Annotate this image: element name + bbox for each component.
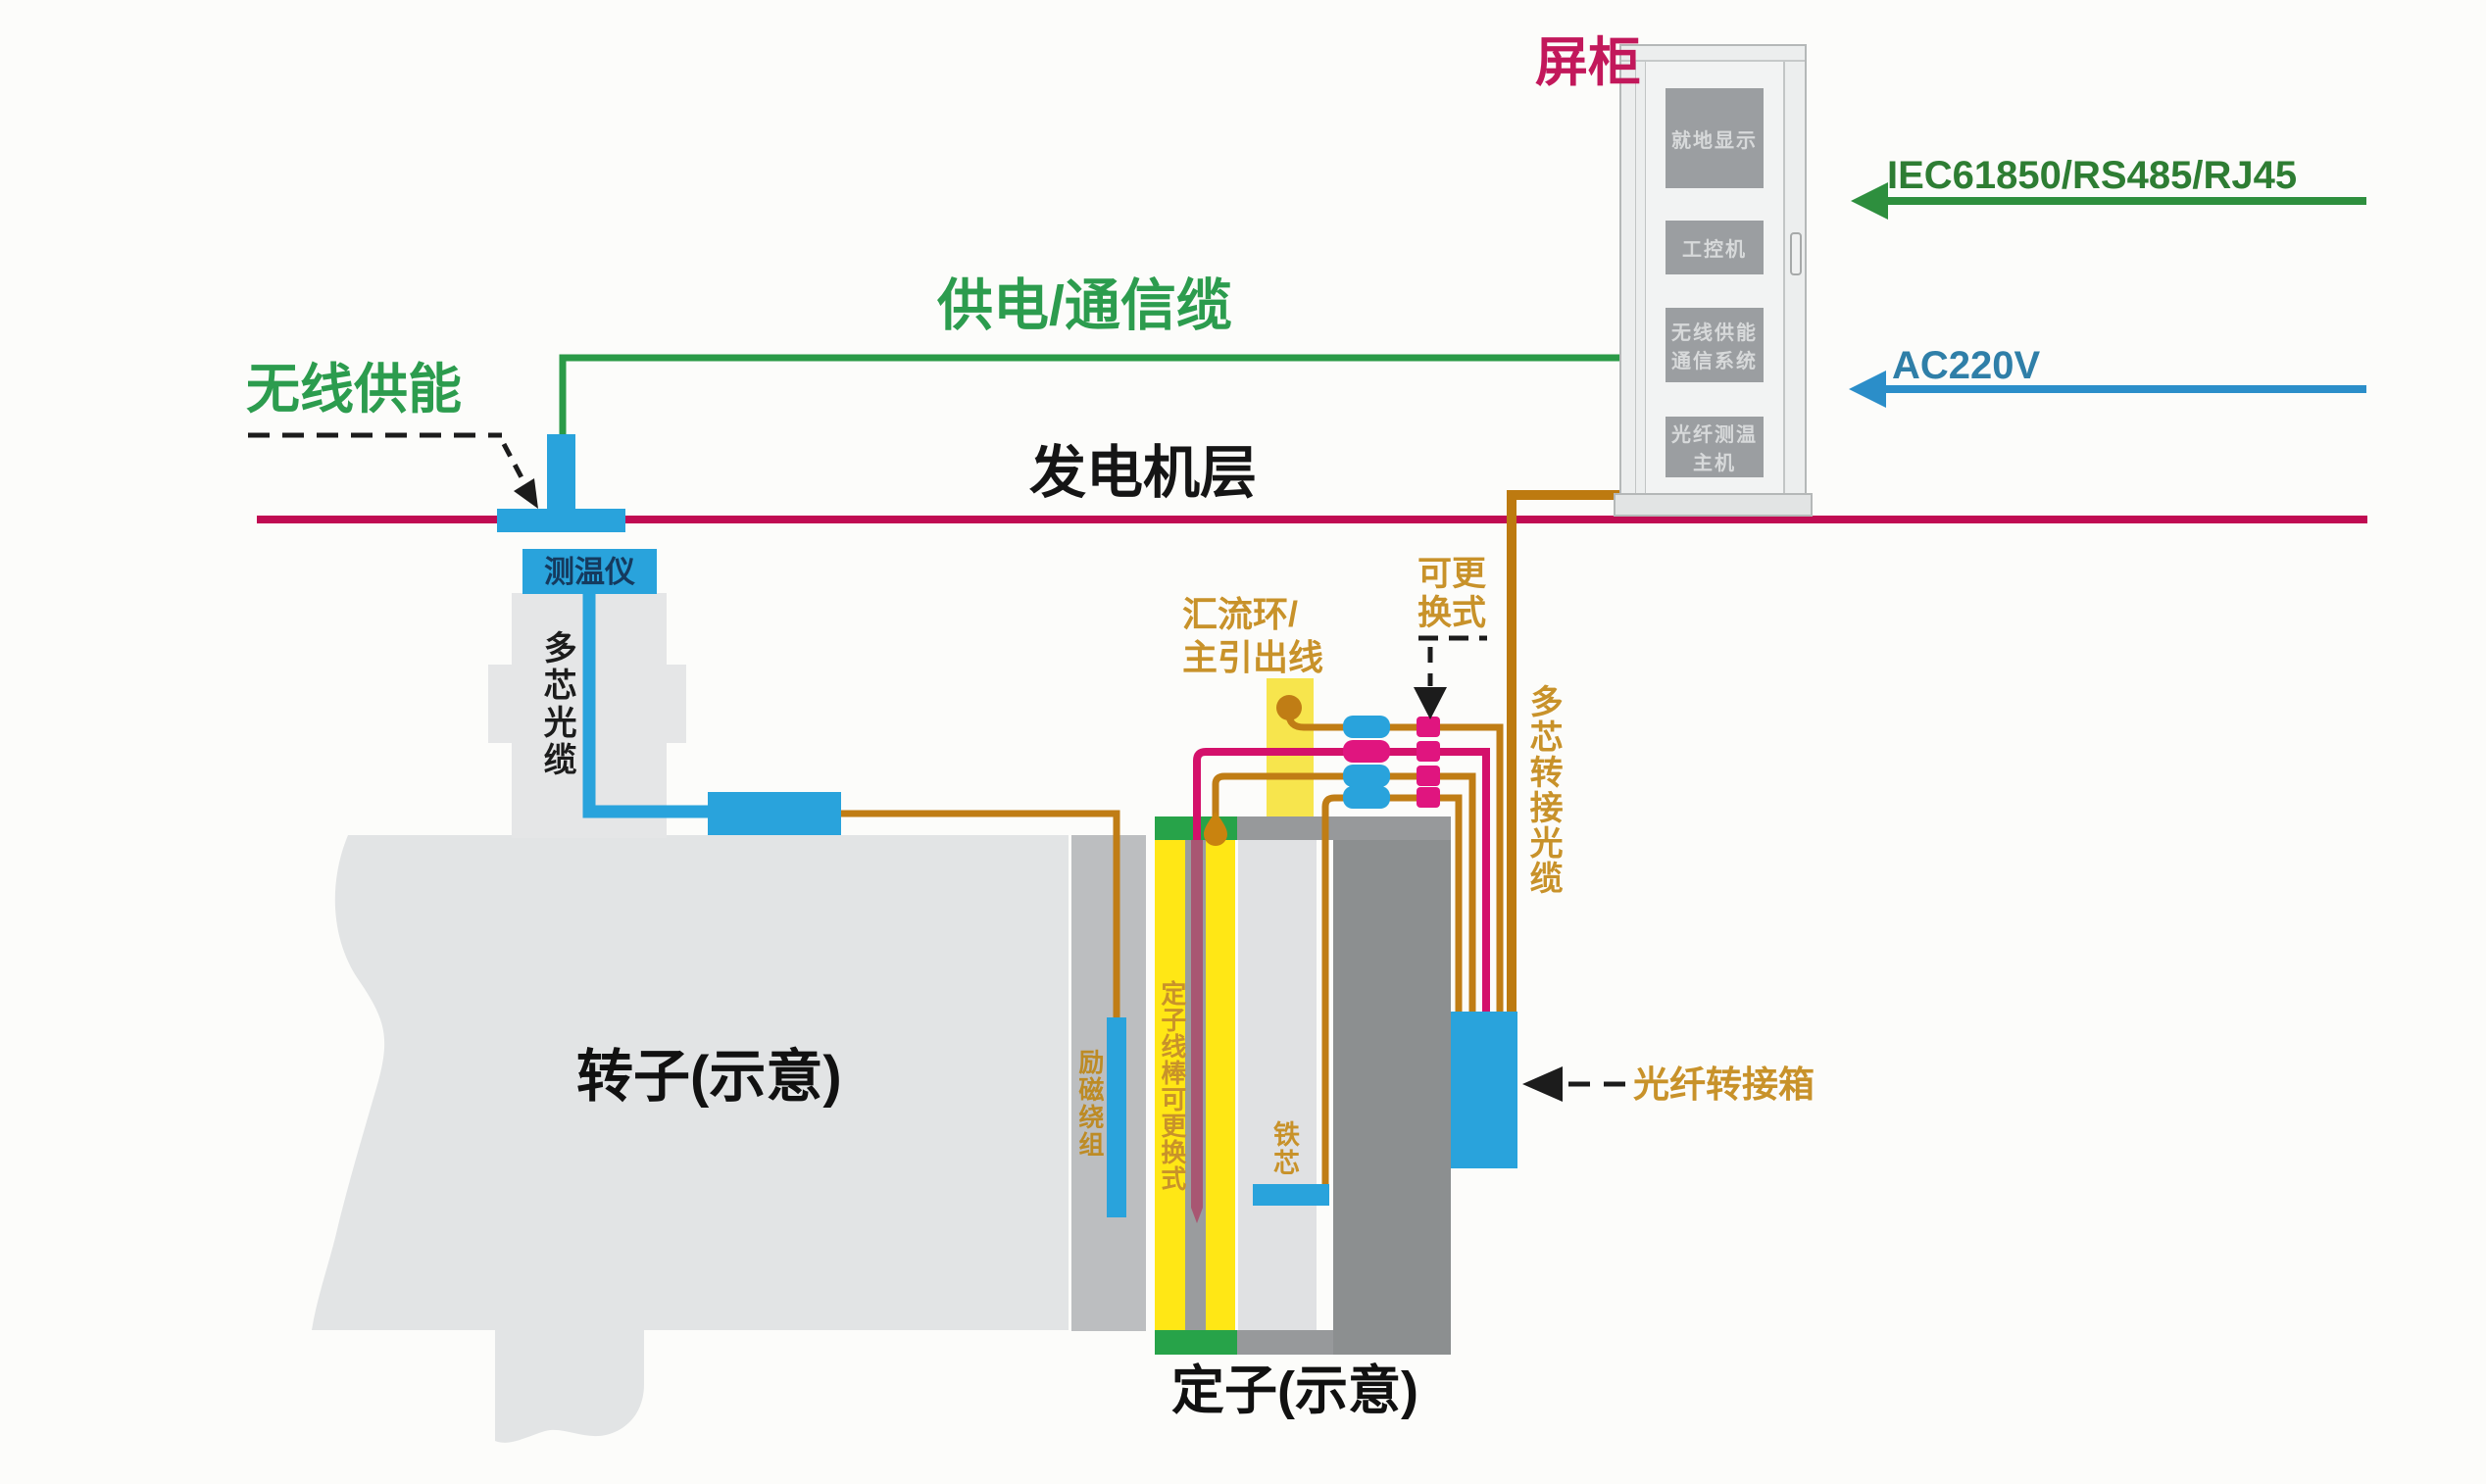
connector-pink-row2a [1343,740,1390,763]
supply-comm-cable-label: 供电/通信缆 [937,274,1232,337]
cabinet-panel-wireless-system: 无线供能 通信系统 [1666,308,1764,382]
cabinet-title: 屏柜 [1535,33,1641,92]
rotor-shaft-flange-left [488,665,512,743]
sensor-row1-wire [1285,713,1504,1015]
collector-ring-label-line1: 汇流环/ [1182,594,1299,634]
generator-floor-label: 发电机层 [1029,441,1258,505]
panel-wireless-label-line2: 通信系统 [1671,351,1758,372]
antenna-bar [497,509,625,532]
sensor-row4-wire [1321,794,1463,1188]
iron-core-label: 铁芯 [1269,1120,1300,1177]
fiber-junction-box [1451,1012,1517,1168]
power-arrow-label: AC220V [1892,344,2041,387]
junction-arrow-head [1522,1066,1563,1102]
cabinet-frame-line-right [1784,62,1785,493]
stator-tooth-column [1238,840,1317,1330]
cabinet-top-line [1621,60,1805,62]
connector-pink-row3 [1417,766,1440,786]
rotor-label: 转子(示意) [576,1045,842,1109]
panel-fiber-host-label-line2: 主机 [1693,453,1736,474]
stator-cap-green-bottom [1155,1330,1237,1355]
connector-blue-row3 [1343,765,1390,787]
connector-pink-row4 [1417,787,1440,808]
replaceable-label-line2: 换式 [1417,594,1486,632]
connector-blue-row4 [1343,786,1390,809]
collector-ring-dot [1276,695,1302,720]
excitation-winding-label: 励磁绕组 [1074,1049,1105,1159]
panel-wireless-label-line1: 无线供能 [1671,322,1758,344]
cabinet-feed-line [1507,490,1619,1015]
cabinet-frame-line-left [1635,62,1636,493]
multicore-cable-blue [582,588,712,818]
cabinet-door-handle [1790,232,1802,275]
replaceable-arrow-head [1414,687,1447,719]
stator-core-column [1333,840,1451,1355]
connector-blue-row1 [1343,716,1390,738]
sensor-row3-wire [1212,772,1476,1015]
protocol-arrow-label: IEC61850/RS485/RJ45 [1887,154,2298,197]
ac220v-arrow-head [1849,371,1886,408]
antenna-stem [547,434,575,511]
cabinet-base [1614,493,1813,517]
screen-cabinet: 就地显示 工控机 无线供能 通信系统 光纤测温 主机 [1619,44,1807,495]
cabinet-panel-fiber-host: 光纤测温 主机 [1666,417,1764,477]
rotor-shaft-flange-right [667,665,686,743]
cabinet-panel-ipc: 工控机 [1666,221,1764,274]
stator-label: 定子(示意) [1171,1361,1418,1420]
wireless-arrow-dashes [501,442,525,481]
stator-strip-top [1237,816,1451,840]
stator-bar-sensor-lead [1191,840,1203,1208]
cable-connector-box [708,792,841,835]
cabinet-panel-local-display: 就地显示 [1666,88,1764,188]
winding-sensor-bar [1107,1017,1126,1217]
panel-ipc-label: 工控机 [1682,239,1747,261]
stator-strip-bottom [1237,1330,1333,1355]
panel-fiber-host-label-line1: 光纤测温 [1671,424,1758,446]
wireless-power-label: 无线供能 [246,359,463,420]
collector-ring-label-line2: 主引出线 [1182,637,1324,677]
supply-cable-line [559,354,1619,437]
connector-pink-row2b [1417,741,1440,762]
rotor-body [312,835,1069,1330]
rotor-shaft-stub [495,1330,644,1443]
iron-core-sensor-bar [1253,1184,1329,1206]
rotor-wire-orange [841,810,1120,1019]
panel-local-display-label: 就地显示 [1671,129,1758,152]
temp-instrument-box [522,549,657,594]
fiber-junction-box-label: 光纤转接箱 [1633,1064,1815,1105]
replaceable-label-line1: 可更 [1417,555,1486,593]
wireless-arrow-head [514,478,538,509]
iec-arrow-head [1851,182,1888,220]
cap-teardrop-sensor [1204,812,1227,846]
multicore-fiber-label: 多芯光缆 [538,630,576,779]
multicore-adapter-fiber-label: 多芯转接光缆 [1524,684,1563,896]
sensor-row2-wire [1193,748,1490,1015]
stator-bar-sensor-tip [1191,1208,1203,1223]
temp-instrument-label: 测温仪 [544,555,635,589]
connector-pink-row1 [1417,717,1440,737]
stator-bar-label: 定子线棒可更换式 [1157,980,1187,1192]
